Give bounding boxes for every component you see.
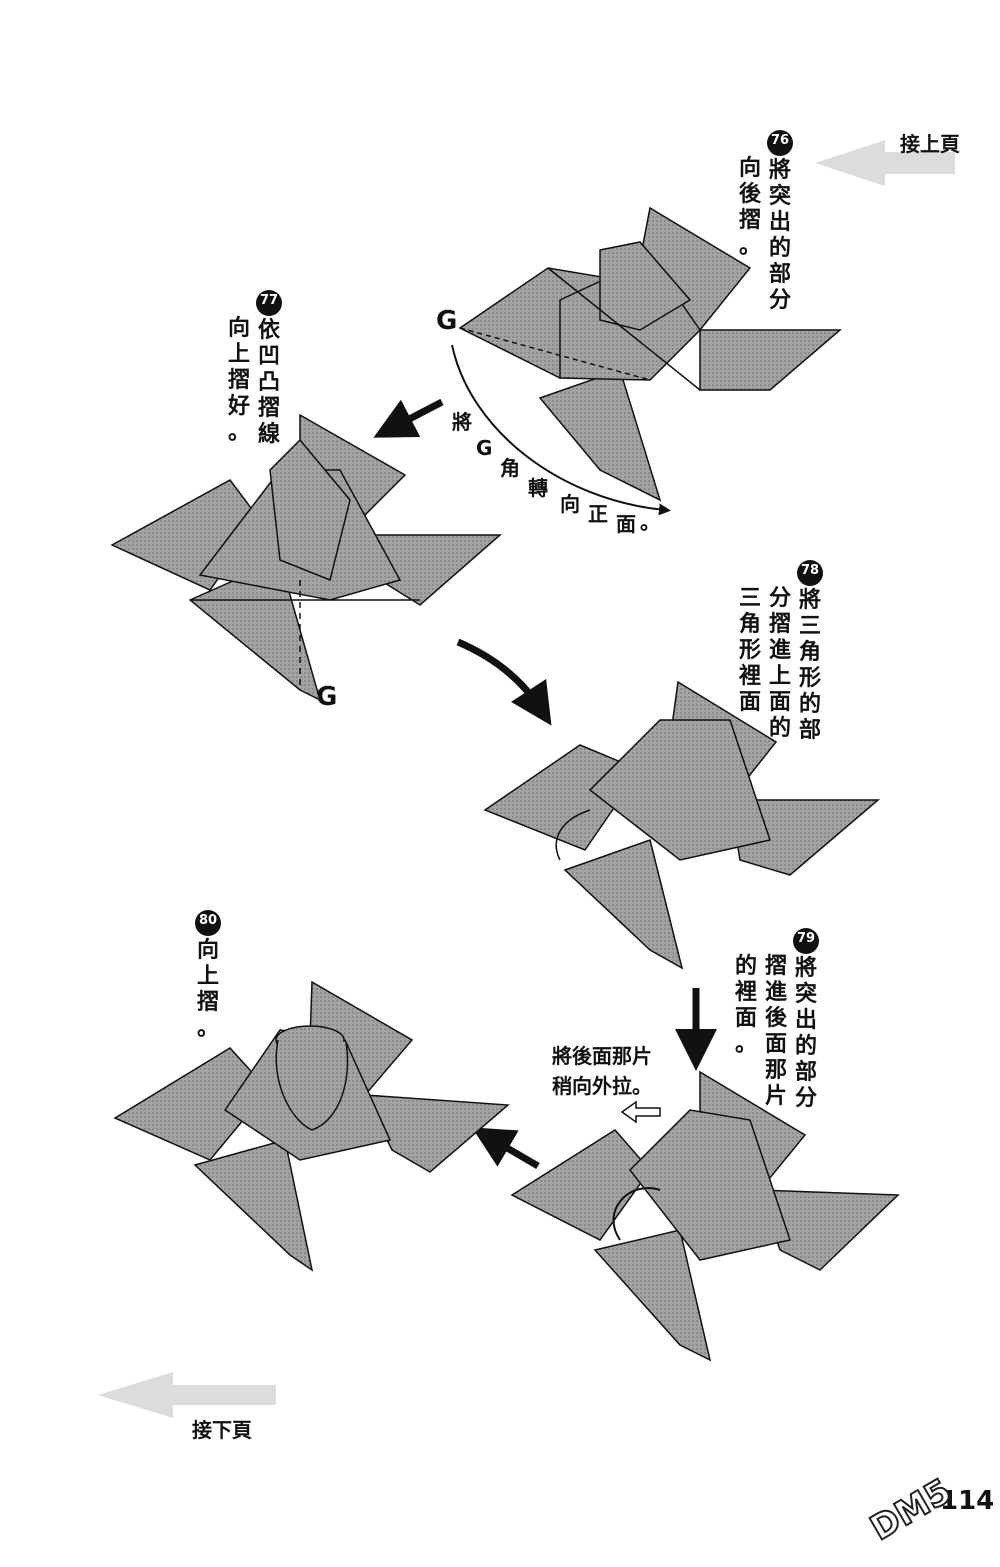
arrow-76-to-77	[373, 398, 444, 438]
rotate-char-6: 正	[588, 502, 608, 526]
step-77-line-2: 向上摺好。	[227, 316, 250, 445]
corner-label-g-top: G	[436, 306, 458, 336]
step-76-line-2: 向後摺。	[738, 156, 761, 259]
step-76-line-1: 將突出的部分	[768, 158, 791, 313]
pull-note-line-2: 稍向外拉。	[552, 1074, 652, 1098]
step-79-line-2: 摺進後面那片	[764, 954, 787, 1109]
step-78-line-2: 分摺進上面的	[768, 586, 791, 741]
arrow-77-to-78	[456, 638, 552, 726]
continue-to-label: 接下頁	[192, 1418, 252, 1442]
origami-model-step-80	[113, 980, 510, 1272]
rotate-char-3: 角	[500, 456, 520, 480]
step-78-number: 78	[797, 560, 823, 586]
rotate-char-4: 轉	[528, 476, 548, 500]
pull-outline-arrow-icon	[620, 1100, 661, 1124]
step-77-line-1: 依凹凸摺線	[257, 318, 280, 447]
step-76-number: 76	[767, 130, 793, 156]
step-78-line-1: 將三角形的部	[798, 588, 821, 743]
step-77-number: 77	[256, 290, 282, 316]
rotate-char-7: 面	[616, 512, 636, 536]
rotate-char-2: G	[476, 436, 493, 460]
rotate-char-8: 。	[640, 510, 660, 534]
continue-from-label: 接上頁	[900, 132, 960, 156]
step-79-line-3: 的裡面。	[734, 954, 757, 1057]
step-79-line-1: 將突出的部分	[794, 956, 817, 1111]
origami-model-step-79	[510, 1070, 900, 1362]
step-80-number: 80	[195, 910, 221, 936]
rotate-char-5: 向	[560, 492, 580, 516]
continue-from-arrow-icon	[815, 140, 955, 186]
step-78-line-3: 三角形裡面。	[738, 586, 761, 741]
site-watermark: DM5	[863, 1470, 959, 1550]
page-number: 114	[940, 1486, 995, 1516]
origami-model-step-77	[110, 413, 502, 702]
continue-to-arrow-icon	[98, 1372, 276, 1418]
pull-note-line-1: 將後面那片	[552, 1044, 652, 1068]
rotate-char-1: 將	[452, 410, 472, 434]
step-80-line-1: 向上摺。	[196, 938, 219, 1041]
rotate-curve-arrow	[451, 344, 671, 516]
step-79-number: 79	[793, 928, 819, 954]
arrow-79-to-80	[471, 1127, 540, 1170]
corner-label-g-bottom: G	[316, 682, 338, 712]
